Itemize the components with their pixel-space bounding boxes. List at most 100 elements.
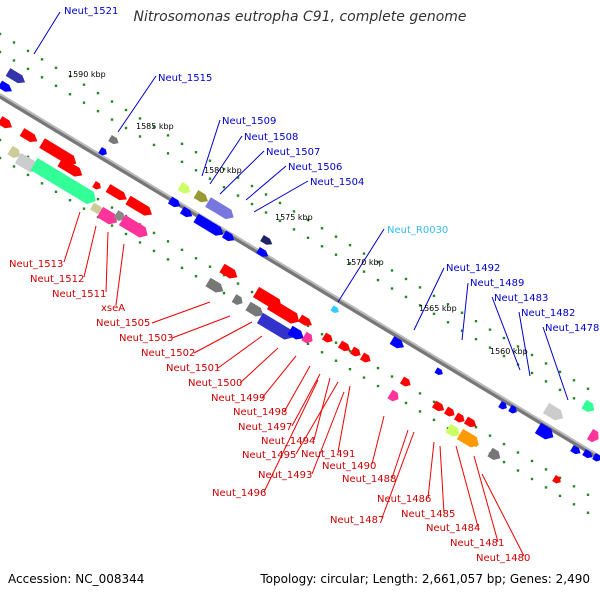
gene-arrow[interactable]: [260, 235, 274, 247]
gene-arrow[interactable]: [542, 402, 566, 424]
gene-label-neut-1513[interactable]: Neut_1513: [9, 259, 63, 270]
gene-label-neut-1478[interactable]: Neut_1478: [545, 323, 599, 334]
gene-arrow[interactable]: [330, 305, 340, 314]
gene-label-neut-1509[interactable]: Neut_1509: [222, 116, 276, 127]
gene-label-neut-r0030[interactable]: Neut_R0030: [387, 225, 448, 236]
gene-arrow[interactable]: [287, 325, 306, 343]
gene-label-neut-1512[interactable]: Neut_1512: [30, 274, 84, 285]
gene-label-neut-1521[interactable]: Neut_1521: [64, 6, 118, 17]
gene-arrow[interactable]: [445, 423, 462, 440]
gene-arrow[interactable]: [30, 158, 99, 207]
gene-arrow[interactable]: [179, 206, 194, 220]
gene-label-neut-1508[interactable]: Neut_1508: [244, 132, 298, 143]
gene-arrow[interactable]: [552, 475, 562, 485]
gene-arrow[interactable]: [231, 294, 245, 307]
gene-arrow[interactable]: [221, 230, 236, 244]
tick-dot: [0, 32, 2, 36]
gene-label-neut-1506[interactable]: Neut_1506: [288, 162, 342, 173]
gene-label-neut-1511[interactable]: Neut_1511: [52, 289, 106, 300]
gene-arrow[interactable]: [301, 331, 315, 346]
gene-arrow[interactable]: [167, 196, 182, 210]
gene-arrow[interactable]: [266, 298, 302, 327]
gene-arrow[interactable]: [5, 68, 28, 86]
gene-label-neut-1501[interactable]: Neut_1501: [166, 363, 220, 374]
gene-arrow[interactable]: [205, 197, 236, 222]
gene-label-neut-1497[interactable]: Neut_1497: [238, 422, 292, 433]
gene-arrow[interactable]: [108, 135, 120, 146]
gene-label-neut-1500[interactable]: Neut_1500: [188, 378, 242, 389]
gene-arrow[interactable]: [498, 401, 508, 411]
gene-label-neut-1481[interactable]: Neut_1481: [450, 538, 504, 549]
gene-label-neut-1485[interactable]: Neut_1485: [401, 509, 455, 520]
gene-label-neut-1502[interactable]: Neut_1502: [141, 348, 195, 359]
gene-arrow[interactable]: [113, 210, 127, 223]
gene-arrow[interactable]: [359, 352, 373, 365]
gene-arrow[interactable]: [0, 80, 14, 95]
gene-arrow[interactable]: [118, 214, 151, 241]
gene-arrow[interactable]: [205, 277, 226, 296]
gene-label-neut-1492[interactable]: Neut_1492: [446, 263, 500, 274]
gene-arrow[interactable]: [92, 181, 102, 191]
gene-label-neut-1515[interactable]: Neut_1515: [158, 73, 212, 84]
gene-arrow[interactable]: [592, 453, 600, 463]
gene-arrow[interactable]: [321, 332, 335, 345]
gene-arrow[interactable]: [256, 312, 296, 343]
gene-label-neut-1504[interactable]: Neut_1504: [310, 177, 364, 188]
gene-label-neut-1491[interactable]: Neut_1491: [301, 449, 355, 460]
gene-label-neut-1484[interactable]: Neut_1484: [426, 523, 480, 534]
gene-label-neut-1489[interactable]: Neut_1489: [470, 278, 524, 289]
gene-arrow[interactable]: [19, 128, 40, 145]
gene-label-neut-1505[interactable]: Neut_1505: [96, 318, 150, 329]
gene-arrow[interactable]: [389, 336, 407, 351]
gene-arrow[interactable]: [256, 247, 270, 259]
gene-arrow[interactable]: [105, 184, 129, 203]
gene-arrow[interactable]: [387, 389, 401, 404]
gene-label-xsea[interactable]: xseA: [101, 303, 125, 314]
gene-label-neut-1488[interactable]: Neut_1488: [342, 474, 396, 485]
gene-arrow[interactable]: [297, 314, 314, 329]
gene-arrow[interactable]: [245, 301, 266, 320]
gene-arrow[interactable]: [349, 346, 363, 359]
gene-label-neut-1494[interactable]: Neut_1494: [261, 436, 315, 447]
gene-label-neut-1495[interactable]: Neut_1495: [242, 450, 296, 461]
gene-label-neut-1498[interactable]: Neut_1498: [233, 407, 287, 418]
gene-arrow[interactable]: [463, 416, 478, 430]
gene-label-neut-1483[interactable]: Neut_1483: [494, 293, 548, 304]
gene-arrow[interactable]: [487, 447, 502, 463]
gene-label-neut-1499[interactable]: Neut_1499: [211, 393, 265, 404]
gene-arrow[interactable]: [89, 202, 106, 217]
gene-arrow[interactable]: [399, 376, 413, 389]
gene-arrow[interactable]: [125, 195, 154, 219]
gene-label-neut-1503[interactable]: Neut_1503: [119, 333, 173, 344]
gene-arrow[interactable]: [177, 182, 193, 196]
gene-arrow[interactable]: [431, 400, 446, 414]
gene-arrow[interactable]: [96, 206, 120, 228]
gene-arrow[interactable]: [570, 445, 582, 456]
gene-label-neut-1493[interactable]: Neut_1493: [258, 470, 312, 481]
gene-arrow[interactable]: [39, 138, 79, 168]
gene-label-neut-1482[interactable]: Neut_1482: [521, 308, 575, 319]
gene-arrow[interactable]: [193, 213, 226, 239]
gene-label-neut-1490[interactable]: Neut_1490: [322, 461, 376, 472]
gene-arrow[interactable]: [7, 145, 22, 161]
gene-arrow[interactable]: [219, 263, 240, 282]
gene-label-neut-1507[interactable]: Neut_1507: [266, 147, 320, 158]
gene-arrow[interactable]: [98, 147, 108, 157]
gene-arrow[interactable]: [534, 422, 557, 443]
gene-arrow[interactable]: [434, 367, 444, 376]
gene-arrow[interactable]: [586, 428, 600, 444]
gene-label-neut-1496[interactable]: Neut_1496: [212, 488, 266, 499]
gene-label-neut-1486[interactable]: Neut_1486: [377, 494, 431, 505]
gene-arrow[interactable]: [193, 190, 211, 205]
gene-arrow[interactable]: [443, 406, 457, 419]
gene-arrow[interactable]: [0, 116, 14, 131]
gene-arrow[interactable]: [581, 399, 596, 415]
gene-arrow[interactable]: [508, 405, 518, 415]
gene-arrow[interactable]: [456, 428, 482, 451]
gene-arrow[interactable]: [453, 412, 467, 425]
gene-arrow[interactable]: [57, 157, 84, 180]
gene-arrow[interactable]: [582, 449, 594, 460]
gene-label-neut-1487[interactable]: Neut_1487: [330, 515, 384, 526]
gene-label-neut-1480[interactable]: Neut_1480: [476, 553, 530, 564]
gene-arrow[interactable]: [337, 340, 352, 354]
